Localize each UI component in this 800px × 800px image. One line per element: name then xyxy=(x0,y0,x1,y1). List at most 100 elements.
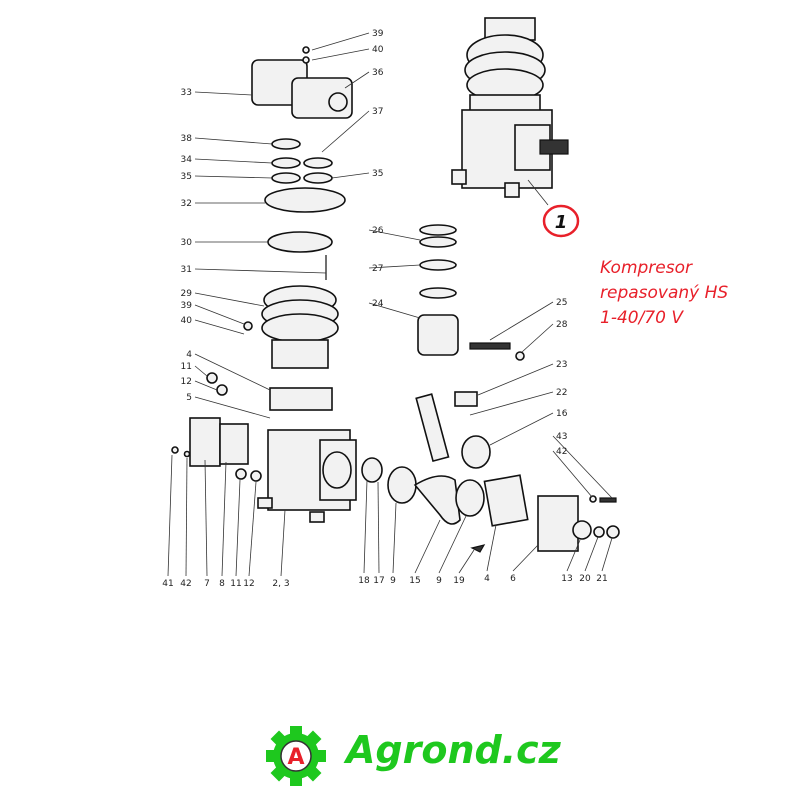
part-number-label: 6 xyxy=(510,574,516,584)
leader-line xyxy=(221,461,227,577)
part-number-label: 36 xyxy=(372,68,384,78)
part-number-label: 17 xyxy=(373,576,384,586)
part-number-label: 8 xyxy=(219,579,225,589)
part-number-label: 9 xyxy=(436,576,442,586)
description-line-2: repasovaný HS xyxy=(600,283,729,303)
description-line-1: Kompresor xyxy=(600,258,692,278)
leader-line xyxy=(280,509,286,577)
leader-line xyxy=(552,450,593,498)
part-number-label: 41 xyxy=(162,579,173,589)
leader-line xyxy=(311,32,370,51)
part-number-label: 20 xyxy=(579,574,591,584)
leader-line xyxy=(512,544,539,572)
leader-line xyxy=(194,268,327,274)
part-number-label: 28 xyxy=(556,320,568,330)
part-number-label: 35 xyxy=(181,172,192,182)
connecting-rod-and-crankshaft xyxy=(361,391,620,553)
leader-line xyxy=(194,175,273,179)
leader-line xyxy=(566,539,581,572)
leader-line xyxy=(489,301,554,341)
logo-letter: A xyxy=(287,745,304,770)
part-number-label: 34 xyxy=(181,155,193,165)
part-number-label: 21 xyxy=(596,574,607,584)
leader-line xyxy=(194,319,245,335)
cylinder xyxy=(243,285,339,411)
part-number-label: 11 xyxy=(181,362,192,372)
leader-line xyxy=(377,481,380,574)
callout-1: 1 xyxy=(542,204,580,238)
crankcase xyxy=(171,372,357,523)
part-number-label: 31 xyxy=(181,265,192,275)
brand-name[interactable]: Agrond.cz xyxy=(346,728,561,772)
part-number-label: 26 xyxy=(372,226,384,236)
leader-line xyxy=(194,158,273,164)
part-number-label: 32 xyxy=(181,199,192,209)
part-number-label: 13 xyxy=(561,574,572,584)
leader-line xyxy=(601,537,613,572)
part-number-label: 30 xyxy=(181,238,193,248)
part-number-label: 23 xyxy=(556,360,567,370)
leader-line xyxy=(194,292,265,307)
part-number-label: 11 xyxy=(230,579,241,589)
leader-line xyxy=(414,519,441,574)
leader-line xyxy=(194,91,253,96)
part-number-label: 42 xyxy=(180,579,191,589)
part-number-label: 42 xyxy=(556,447,567,457)
leader-line xyxy=(486,524,497,572)
part-number-label: 40 xyxy=(181,316,193,326)
part-number-label: 7 xyxy=(204,579,210,589)
cylinder-head xyxy=(251,46,353,119)
part-number-label: 15 xyxy=(409,576,420,586)
leader-line xyxy=(204,459,208,577)
part-number-label: 35 xyxy=(372,169,383,179)
leader-line xyxy=(167,454,173,577)
part-number-label: 18 xyxy=(358,576,370,586)
leader-line xyxy=(368,264,421,269)
assembled-compressor xyxy=(451,17,569,206)
part-number-label: 5 xyxy=(186,393,192,403)
leader-line xyxy=(194,353,271,391)
piston-and-rings xyxy=(417,224,525,361)
leader-line xyxy=(185,457,188,577)
part-number-label: 37 xyxy=(372,107,383,117)
part-number-label: 19 xyxy=(453,576,465,586)
valve-plates xyxy=(264,138,346,280)
leader-line xyxy=(392,502,397,574)
leader-line xyxy=(194,365,208,377)
part-number-label: 33 xyxy=(181,88,192,98)
leader-line xyxy=(321,110,370,153)
leader-line xyxy=(552,435,613,499)
leader-line xyxy=(521,323,554,353)
product-description: Kompresor repasovaný HS 1-40/70 V xyxy=(600,256,728,331)
callout-number: 1 xyxy=(555,212,568,233)
part-number-label: 39 xyxy=(372,29,384,39)
agrond-logo[interactable]: A xyxy=(264,724,564,788)
leader-line xyxy=(477,363,554,396)
leader-line xyxy=(344,71,370,89)
leader-line xyxy=(194,380,218,391)
leader-line xyxy=(331,172,370,179)
part-number-label: 29 xyxy=(181,289,193,299)
leader-line xyxy=(194,396,271,419)
part-number-label: 39 xyxy=(181,301,193,311)
leader-line xyxy=(311,48,370,61)
part-number-label: 9 xyxy=(390,576,396,586)
part-number-label: 4 xyxy=(484,574,490,584)
part-number-label: 27 xyxy=(372,264,383,274)
description-line-3: 1-40/70 V xyxy=(600,308,683,328)
leader-line xyxy=(248,481,257,577)
gear-icon: A xyxy=(266,726,326,786)
part-number-label: 4 xyxy=(186,350,192,360)
part-number-label: 2, 3 xyxy=(272,579,289,589)
part-number-label: 16 xyxy=(556,409,568,419)
part-number-label: 40 xyxy=(372,45,384,55)
leader-line xyxy=(469,391,554,416)
part-number-label: 22 xyxy=(556,388,567,398)
part-number-label: 25 xyxy=(556,298,567,308)
leader-line xyxy=(363,479,368,574)
leader-line xyxy=(194,137,273,145)
leader-line xyxy=(438,515,467,574)
part-number-label: 38 xyxy=(181,134,193,144)
leader-line xyxy=(368,302,421,319)
